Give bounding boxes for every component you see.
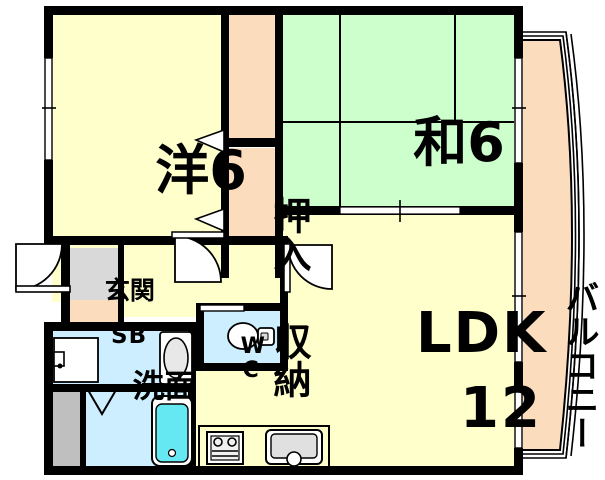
wall-washroom-bath (44, 384, 196, 392)
entrance-door-leaf[interactable] (15, 285, 71, 293)
entrance-floor (68, 248, 122, 300)
closet-upper-slide-marker[interactable] (193, 128, 225, 154)
western-room-floor (52, 14, 224, 242)
western-room-door-leaf[interactable] (171, 231, 225, 239)
wall-western-hall (44, 236, 230, 245)
ldk-balcony-window[interactable] (514, 232, 523, 362)
western-room-window[interactable] (44, 58, 53, 160)
doors[interactable] (15, 128, 461, 416)
japanese-room-floor (282, 14, 514, 214)
shoe-box-floor (68, 300, 122, 326)
japanese-room-fusuma[interactable] (339, 200, 461, 222)
wall-hall-to-ldk-top (230, 236, 288, 245)
balcony-railing (519, 31, 585, 459)
japanese-room-balcony-window[interactable] (514, 58, 523, 163)
fixtures (53, 322, 330, 469)
kitchen-sink-icon (265, 429, 323, 467)
bathroom-door-marker[interactable] (87, 389, 117, 416)
ldk-balcony-window-lower[interactable] (514, 392, 523, 448)
wall-ps-right (80, 388, 86, 474)
wall-top (52, 6, 522, 15)
gas-stove-icon (206, 431, 244, 465)
pipe-shaft-floor (52, 392, 82, 468)
bathtub-icon (151, 395, 193, 467)
washing-machine-icon (53, 337, 99, 383)
windows[interactable] (42, 57, 526, 449)
wall-washroom-right (188, 322, 196, 472)
wall-wc-left (196, 303, 204, 371)
wall-closet-mid (221, 138, 283, 147)
wall-wc-bottom (196, 363, 288, 371)
wall-left-lower (44, 322, 53, 474)
closet-upper-floor (228, 14, 282, 144)
closet-lower-slide-marker[interactable] (193, 207, 225, 233)
ldk-door-leaf[interactable] (283, 243, 291, 293)
wall-bottom (44, 466, 522, 475)
kitchen-counter (198, 425, 330, 469)
toilet-bowl-icon (227, 322, 275, 350)
wall-hall-right (118, 244, 124, 330)
wall-wc-right (280, 303, 288, 371)
washbasin-icon (159, 331, 193, 385)
toilet-door[interactable] (199, 304, 245, 312)
balcony-floor (518, 39, 573, 451)
